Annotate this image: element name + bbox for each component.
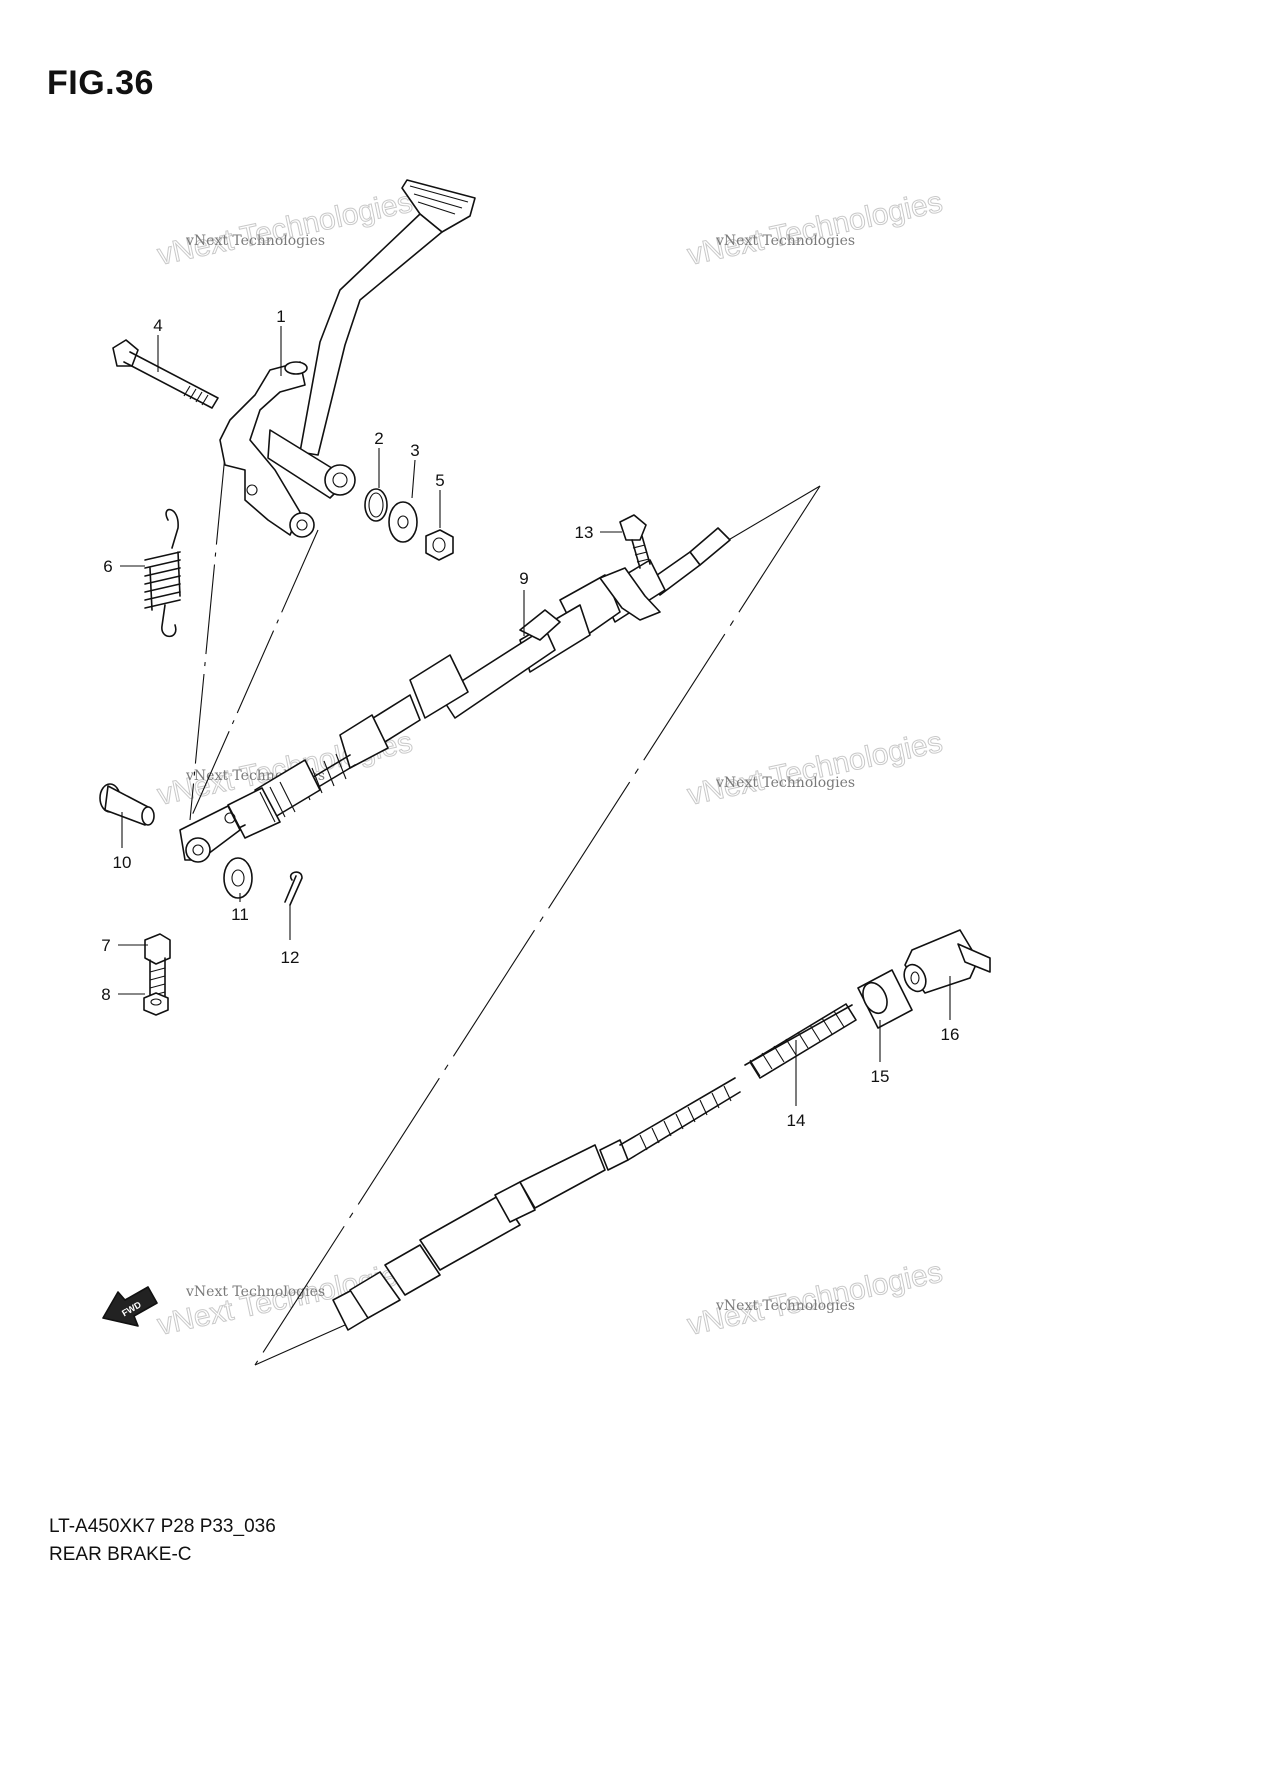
clevis-pin xyxy=(99,783,155,826)
callout-15: 15 xyxy=(871,1067,890,1086)
cable-joint xyxy=(857,969,913,1029)
watermark-sub: vNext Technologies xyxy=(185,233,325,249)
clevis-washer xyxy=(223,857,253,899)
clevis-joint xyxy=(179,805,241,863)
watermark-sub: vNext Technologies xyxy=(715,233,855,249)
callout-8: 8 xyxy=(101,985,110,1004)
callout-10: 10 xyxy=(113,853,132,872)
callouts: 1 2 3 4 5 6 7 8 9 10 11 12 13 14 15 16 xyxy=(101,307,959,1130)
callout-7: 7 xyxy=(101,936,110,955)
reference-lines xyxy=(189,454,821,1366)
callout-14: 14 xyxy=(787,1111,806,1130)
cable-bracket xyxy=(903,929,991,994)
nut xyxy=(425,529,454,561)
cotter-pin xyxy=(284,871,303,906)
callout-13: 13 xyxy=(575,523,594,542)
diagram-code: LT-A450XK7 P28 P33_036 xyxy=(49,1516,276,1537)
circlip xyxy=(364,488,388,522)
brake-cable-lower xyxy=(332,1003,857,1331)
pivot-bolt xyxy=(112,339,219,409)
callout-2: 2 xyxy=(374,429,383,448)
callout-16: 16 xyxy=(941,1025,960,1044)
brake-pedal xyxy=(219,179,476,538)
callout-3: 3 xyxy=(410,441,419,460)
callout-9: 9 xyxy=(519,569,528,588)
watermark-main: vNext Technologies xyxy=(685,726,946,812)
figure-title: FIG.36 xyxy=(47,64,154,102)
callout-11: 11 xyxy=(231,905,249,924)
watermark-main: vNext Technologies xyxy=(685,186,946,272)
callout-6: 6 xyxy=(103,557,112,576)
callout-1: 1 xyxy=(276,307,285,326)
callout-12: 12 xyxy=(281,948,300,967)
diagram-name: REAR BRAKE-C xyxy=(49,1544,192,1565)
stop-bolt xyxy=(144,933,171,1001)
fwd-arrow-icon: FWD xyxy=(102,1286,158,1327)
cable-bolt xyxy=(619,514,651,569)
washer xyxy=(388,501,418,543)
watermark-sub: vNext Technologies xyxy=(715,775,855,791)
stop-nut xyxy=(143,992,169,1016)
brake-cable-upper xyxy=(209,527,731,843)
callout-4: 4 xyxy=(153,316,162,335)
watermark-sub: vNext Technologies xyxy=(715,1298,855,1314)
return-spring xyxy=(144,508,181,638)
callout-5: 5 xyxy=(435,471,444,490)
watermark-sub: vNext Technologies xyxy=(185,1284,325,1300)
